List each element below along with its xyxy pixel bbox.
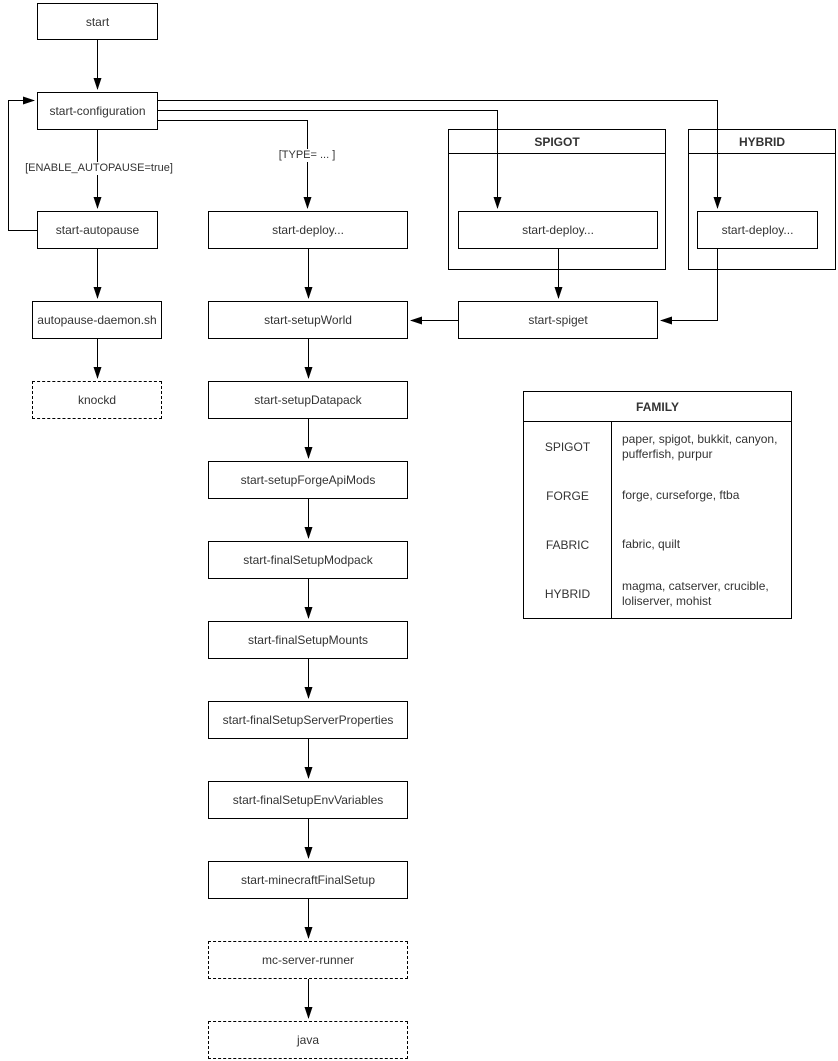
node-start-minecraftfinalsetup: start-minecraftFinalSetup	[208, 861, 408, 899]
node-mc-server-runner: mc-server-runner	[208, 941, 408, 979]
table-row: FORGE forge, curseforge, ftba	[524, 471, 791, 520]
members-cell: forge, curseforge, ftba	[622, 488, 740, 502]
node-start-deploy: start-deploy...	[208, 211, 408, 249]
members-cell: magma, catserver, crucible, loliserver, …	[622, 578, 769, 608]
node-start-configuration: start-configuration	[37, 92, 158, 130]
node-java: java	[208, 1021, 408, 1059]
node-start-finalsetupmodpack: start-finalSetupModpack	[208, 541, 408, 579]
node-start-setupforgeapimods: start-setupForgeApiMods	[208, 461, 408, 499]
node-knockd: knockd	[32, 381, 162, 419]
table-row: HYBRID magma, catserver, crucible, lolis…	[524, 569, 791, 618]
node-start-finalsetupenvvariables: start-finalSetupEnvVariables	[208, 781, 408, 819]
edge-hybrid-deploy-to-spiget	[660, 249, 718, 325]
edge-configuration-to-start-deploy	[158, 120, 312, 209]
group-spigot: SPIGOT	[448, 129, 666, 270]
node-start-autopause: start-autopause	[37, 211, 158, 249]
edge-label-enable-autopause: [ENABLE_AUTOPAUSE=true]	[20, 162, 178, 175]
family-table: FAMILY SPIGOT paper, spigot, bukkit, can…	[523, 391, 792, 619]
family-cell: HYBRID	[524, 569, 612, 618]
node-start-setupdatapack: start-setupDatapack	[208, 381, 408, 419]
members-cell: fabric, quilt	[622, 537, 681, 551]
family-cell: FORGE	[524, 471, 612, 520]
family-table-body: SPIGOT paper, spigot, bukkit, canyon, pu…	[524, 422, 791, 618]
members-cell: paper, spigot, bukkit, canyon, pufferfis…	[622, 431, 778, 461]
edge-configuration-to-spigot-deploy	[158, 110, 502, 209]
group-hybrid: HYBRID	[688, 129, 836, 270]
node-start-finalsetupmounts: start-finalSetupMounts	[208, 621, 408, 659]
group-spigot-title: SPIGOT	[449, 130, 665, 154]
family-cell: FABRIC	[524, 520, 612, 569]
edge-autopause-loop-to-configuration	[8, 96, 37, 231]
family-table-title: FAMILY	[524, 392, 791, 422]
node-spigot-start-deploy: start-deploy...	[458, 211, 658, 249]
edge-label-type: [TYPE= ... ]	[274, 149, 340, 162]
node-autopause-daemon: autopause-daemon.sh	[32, 301, 162, 339]
table-row: SPIGOT paper, spigot, bukkit, canyon, pu…	[524, 422, 791, 471]
node-start-finalsetupserverproperties: start-finalSetupServerProperties	[208, 701, 408, 739]
group-hybrid-title: HYBRID	[689, 130, 835, 154]
table-row: FABRIC fabric, quilt	[524, 520, 791, 569]
node-start-spiget: start-spiget	[458, 301, 658, 339]
node-start: start	[37, 3, 158, 40]
edge-configuration-to-hybrid-deploy	[158, 100, 722, 209]
family-cell: SPIGOT	[524, 422, 612, 471]
node-hybrid-start-deploy: start-deploy...	[697, 211, 818, 249]
node-start-setupworld: start-setupWorld	[208, 301, 408, 339]
